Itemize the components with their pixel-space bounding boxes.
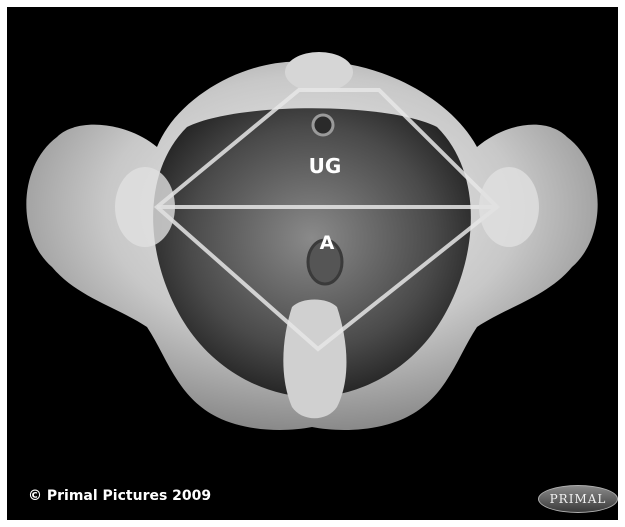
urethra: [313, 115, 333, 135]
copyright-notice: © Primal Pictures 2009: [28, 488, 211, 504]
anal-triangle-label: A: [320, 232, 335, 254]
urogenital-triangle-label: UG: [309, 154, 342, 178]
ischial-tuberosity-right: [479, 167, 539, 247]
image-frame: UG A © Primal Pictures 2009 PRIMAL: [7, 7, 618, 520]
logo-text: PRIMAL: [539, 486, 617, 512]
ischial-tuberosity-left: [115, 167, 175, 247]
pubic-symphysis: [285, 52, 353, 92]
pelvic-floor-illustration: [7, 7, 618, 520]
primal-logo: PRIMAL: [538, 485, 618, 513]
sacrum: [283, 300, 346, 419]
